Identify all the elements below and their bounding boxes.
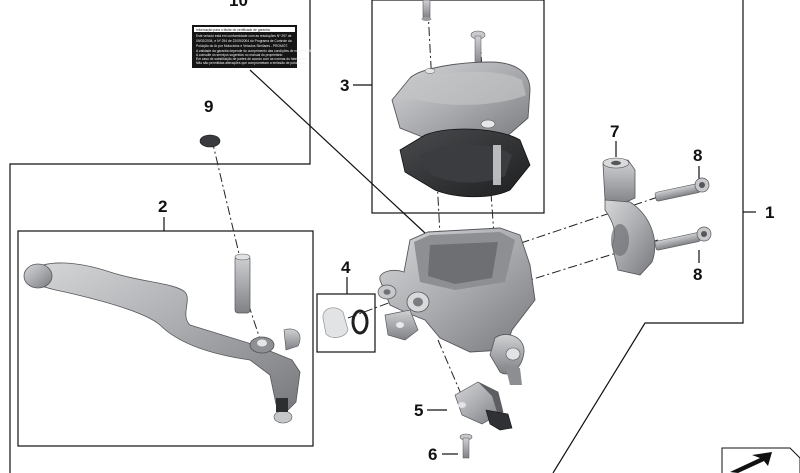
brake-lever	[23, 262, 301, 424]
callout-leaders	[163, 69, 700, 455]
label-line-3: 09/02/2004, e Nº 294 de 22/09/2004 do Pr…	[196, 39, 292, 43]
callout-1: 1	[765, 203, 774, 222]
label-line-6: A consulte os serviços sugeridos no manu…	[196, 53, 282, 57]
callout-9: 9	[204, 97, 213, 116]
label-line-8: Não são permitidas alterações que compro…	[196, 61, 305, 65]
clamp-bolt-upper	[654, 177, 710, 202]
frame-group-1	[9, 0, 756, 473]
callout-4: 4	[341, 258, 351, 277]
brake-light-switch	[454, 381, 513, 431]
callout-2: 2	[158, 197, 167, 216]
handlebar-clamp	[602, 157, 656, 276]
pivot-pin	[234, 253, 251, 314]
reservoir-diaphragm	[399, 128, 531, 198]
switch-screw	[459, 433, 473, 459]
frame-group-4	[316, 293, 376, 353]
master-cylinder-body	[377, 227, 536, 385]
frame-group-3	[371, 0, 545, 214]
callout-10: 10	[229, 0, 248, 10]
callout-6: 6	[428, 445, 437, 464]
label-line-2: Este veículo está em conformidade com as…	[196, 34, 292, 38]
callout-8-lower: 8	[693, 265, 702, 284]
clamp-bolt-lower	[654, 226, 712, 251]
reservoir-screw	[421, 0, 432, 21]
label-line-7: Em caso de substituição de partes de aco…	[196, 57, 306, 61]
label-line-5: A validade da garantia depende do cumpri…	[196, 49, 313, 53]
callout-5: 5	[414, 401, 423, 420]
cap-grommet	[199, 134, 221, 148]
reservoir-cover	[391, 61, 531, 146]
callout-7: 7	[610, 122, 619, 141]
label-sticker: Informação para o titular do certificado…	[192, 25, 313, 68]
label-line-4: Poluição do Ar por Motociclos e Veículos…	[196, 44, 288, 48]
label-line-1: Informação para o titular do certificado…	[196, 28, 270, 32]
frame-group-2	[17, 230, 314, 447]
logo-arrow-icon	[721, 447, 800, 473]
callout-3: 3	[340, 76, 349, 95]
cover-screw	[470, 30, 486, 67]
callout-8-upper: 8	[693, 146, 702, 165]
piston-seal	[322, 307, 369, 338]
